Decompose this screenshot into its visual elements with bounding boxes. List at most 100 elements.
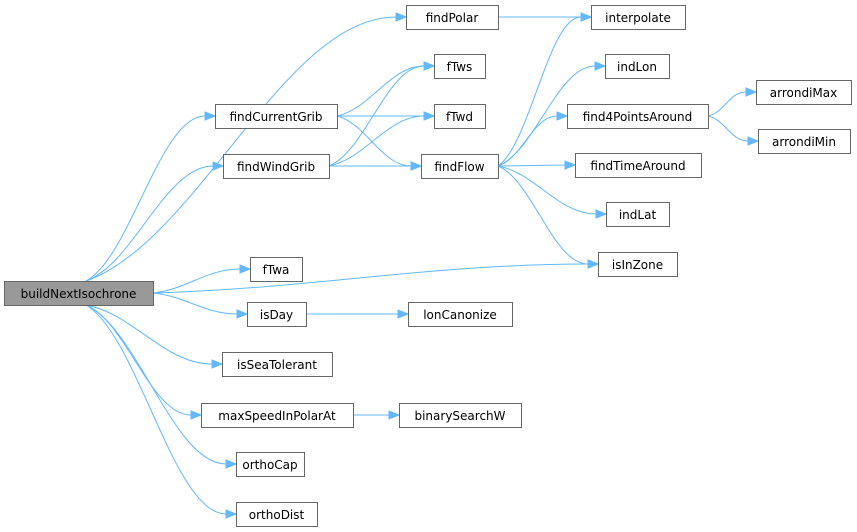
edge-find4-points-around-to-arrondi-min [707,115,760,146]
edge-build-next-isochrone-to-f-twa [152,264,252,294]
edge-find-current-grib-to-f-tws [336,61,436,117]
arrowhead-icon [423,111,436,121]
edge-line [85,16,397,282]
node-label: findCurrentGrib [229,110,322,124]
node-label: find4PointsAround [583,110,693,124]
edge-find-flow-to-interpolate [497,12,593,167]
node-box [236,452,305,477]
edge-find-wind-grib-to-find-flow [329,161,423,171]
node-box [250,257,303,282]
node-arrondi-max[interactable]: arrondiMax [756,80,852,105]
edge-line [497,16,582,167]
edge-line [336,65,425,117]
node-find4-points-around[interactable]: find4PointsAround [567,104,709,129]
arrowhead-icon [564,160,577,170]
node-build-next-isochrone[interactable]: buildNextIsochrone [4,281,154,306]
edge-max-speed-in-polar-at-to-binary-search-w [353,410,401,420]
arrowhead-icon [595,209,608,219]
edge-line [328,65,425,167]
node-label: interpolate [605,11,671,25]
node-find-wind-grib[interactable]: findWindGrib [223,154,330,179]
node-label: buildNextIsochrone [21,287,137,301]
edge-is-day-to-lon-canonize [306,309,410,319]
node-ind-lon[interactable]: indLon [605,54,670,79]
edge-find-wind-grib-to-f-twd [328,111,436,167]
node-box [406,5,499,30]
edge-line [707,91,747,117]
node-box [606,202,670,227]
node-label: indLat [619,208,657,222]
arrowhead-icon [204,111,217,121]
node-f-twa[interactable]: fTwa [250,257,303,282]
edge-find-wind-grib-to-f-tws [328,61,436,167]
node-ortho-dist[interactable]: orthoDist [236,502,318,527]
node-box [399,403,522,428]
node-box [567,104,709,129]
arrowhead-icon [190,410,203,420]
edge-line [328,115,425,167]
node-box [223,154,330,179]
node-box [215,104,338,129]
node-lon-canonize[interactable]: lonCanonize [408,302,513,327]
node-find-flow[interactable]: findFlow [421,154,499,179]
node-binary-search-w[interactable]: binarySearchW [399,403,522,428]
node-label: fTws [447,60,473,74]
node-box [201,403,354,428]
edge-find-flow-to-is-in-zone [497,165,600,269]
edge-line [497,165,597,215]
node-is-sea-tolerant[interactable]: isSeaTolerant [222,352,333,377]
node-max-speed-in-polar-at[interactable]: maxSpeedInPolarAt [201,403,354,428]
edge-find-flow-to-find4-points-around [497,111,569,167]
node-box [756,80,852,105]
node-box [598,252,678,277]
edge-line [497,115,558,167]
node-label: findTimeAround [590,159,685,173]
edge-build-next-isochrone-to-is-in-zone [152,259,600,294]
node-f-tws[interactable]: fTws [434,54,486,79]
arrowhead-icon [423,61,436,71]
node-label: maxSpeedInPolarAt [218,409,336,423]
arrowhead-icon [212,161,225,171]
node-label: findFlow [434,160,484,174]
node-is-day[interactable]: isDay [247,302,307,327]
node-label: isSeaTolerant [237,358,317,372]
edge-line [152,292,238,315]
node-find-current-grib[interactable]: findCurrentGrib [215,104,338,129]
node-box [247,302,307,327]
node-label: isInZone [612,258,663,272]
node-label: binarySearchW [414,409,505,423]
node-box [421,154,499,179]
arrowhead-icon [397,309,410,319]
node-f-twd[interactable]: fTwd [434,104,486,129]
node-label: fTwd [446,110,473,124]
edge-line [85,304,192,416]
node-box [434,104,486,129]
node-box [605,54,670,79]
node-ind-lat[interactable]: indLat [606,202,670,227]
node-find-polar[interactable]: findPolar [406,5,499,30]
edge-build-next-isochrone-to-max-speed-in-polar-at [85,304,203,420]
edge-line [85,304,227,465]
node-label: orthoCap [242,458,297,472]
edge-find-current-grib-to-find-flow [336,115,423,171]
edge-find-flow-to-find-time-around [497,160,577,170]
node-arrondi-min[interactable]: arrondiMin [758,129,851,154]
arrowhead-icon [225,509,238,519]
node-label: arrondiMax [770,86,837,100]
node-is-in-zone[interactable]: isInZone [598,252,678,277]
node-find-time-around[interactable]: findTimeAround [575,153,702,178]
node-label: indLon [617,60,657,74]
arrowhead-icon [587,259,600,269]
edge-line [497,164,566,167]
node-box [408,302,513,327]
arrowhead-icon [594,61,607,71]
node-label: arrondiMin [772,135,836,149]
node-label: lonCanonize [423,308,497,322]
node-ortho-cap[interactable]: orthoCap [236,452,305,477]
edge-line [707,115,749,142]
node-box [758,129,851,154]
node-interpolate[interactable]: interpolate [591,5,686,30]
edge-build-next-isochrone-to-find-current-grib [85,111,217,282]
